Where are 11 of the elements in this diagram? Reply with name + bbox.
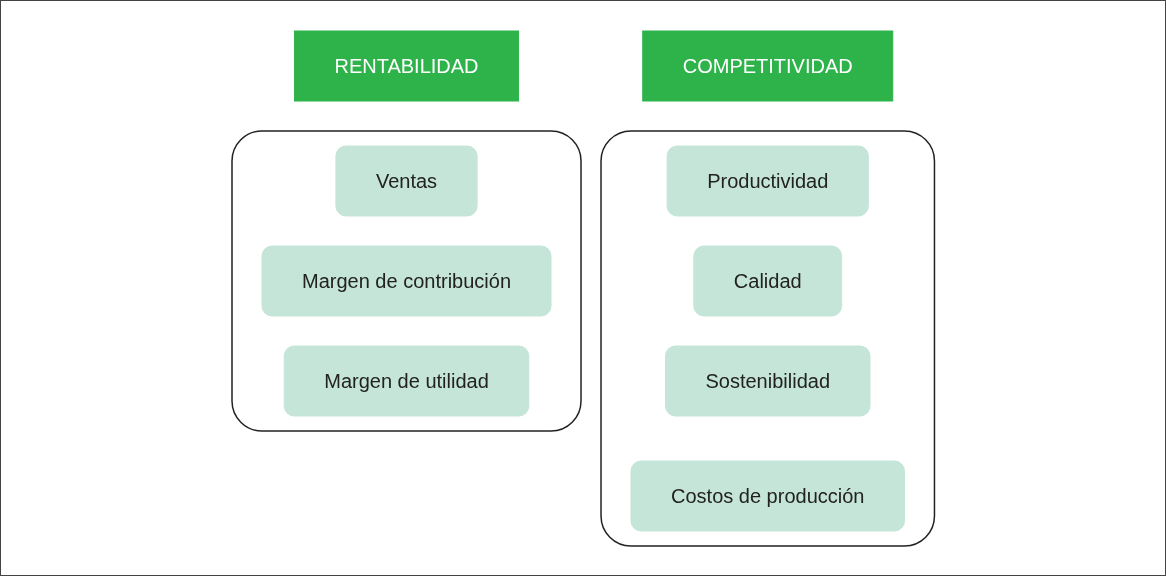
node-box: Margen de contribución xyxy=(261,245,552,316)
node-box: Sostenibilidad xyxy=(664,345,871,416)
node-box: RENTABILIDAD xyxy=(293,30,519,101)
cluster xyxy=(600,129,935,547)
cluster xyxy=(231,129,582,432)
node-box: Calidad xyxy=(693,245,842,316)
node-box: COMPETITIVIDAD xyxy=(642,30,893,101)
node-box: Productividad xyxy=(666,145,869,216)
node-box: Costos de producción xyxy=(630,460,905,531)
node-box: Margen de utilidad xyxy=(283,345,530,416)
node-box: Ventas xyxy=(335,145,478,216)
